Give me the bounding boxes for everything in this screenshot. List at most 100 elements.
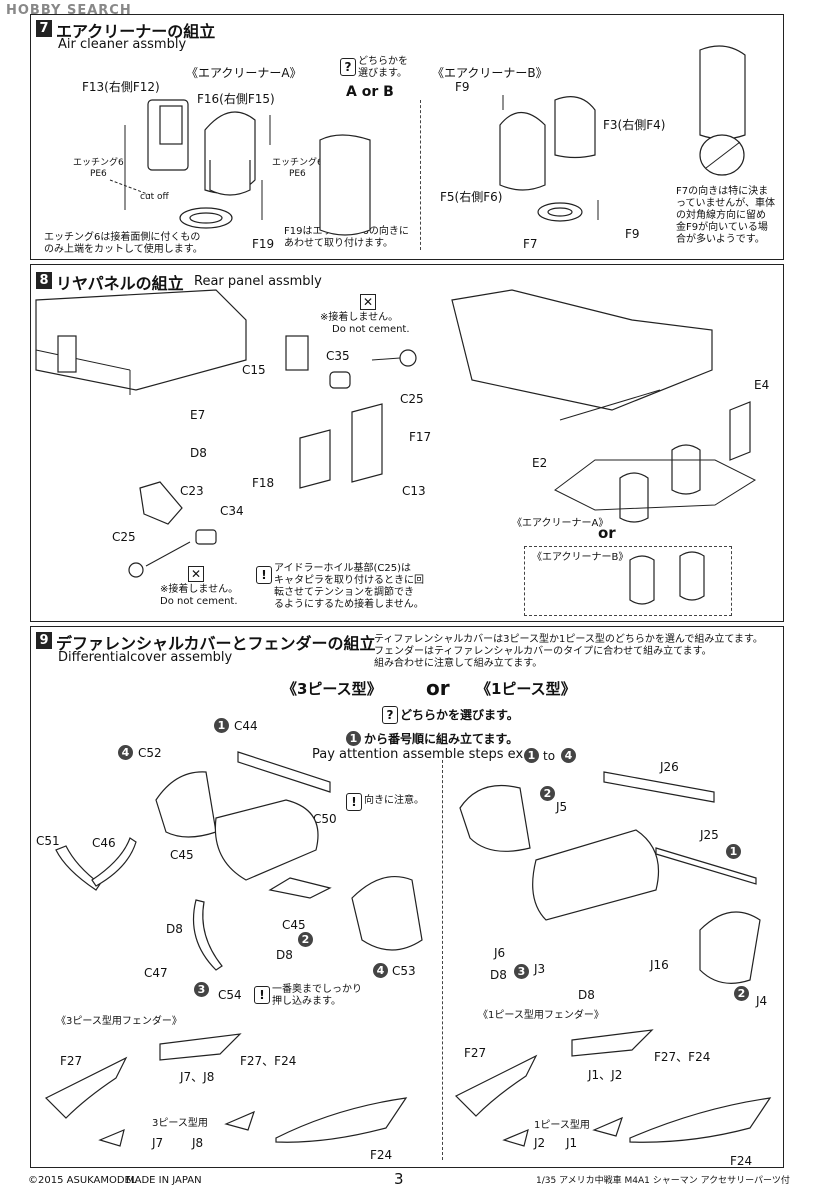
caution-icon: ! [256, 566, 272, 584]
label-d8: D8 [190, 446, 207, 460]
step8-title: リヤパネルの組立 [56, 274, 184, 293]
label-e4: E4 [754, 378, 770, 392]
step9-one-piece: 《1ピース型》 [476, 680, 576, 698]
step9-note: ティファレンシャルカバーは3ピース型か1ピース型のどちらかを選んで組み立てます。… [374, 634, 763, 669]
label-c23: C23 [180, 484, 204, 498]
label-f13: F13(右側F12) [82, 80, 160, 94]
label-d8b: D8 [276, 948, 293, 962]
label-c13: C13 [402, 484, 426, 498]
label-c54: C54 [218, 988, 242, 1002]
label-c47: C47 [144, 966, 168, 980]
step9-or: or [426, 676, 450, 700]
step-marker-1b: 1 [726, 844, 741, 859]
label-f3: F3(右側F4) [603, 118, 666, 132]
step8-panel [30, 264, 784, 622]
label-d8c: D8 [490, 968, 507, 982]
label-f27b: F27 [464, 1046, 487, 1060]
step9-order-jp: から番号順に組み立てます。 [364, 732, 519, 746]
label-f27f24a: F27、F24 [240, 1054, 297, 1068]
direction-icon: ! [346, 793, 362, 811]
step8-cleaner-b-box [524, 546, 732, 616]
step-marker-2c: 2 [734, 986, 749, 1001]
step-marker-2b: 2 [540, 786, 555, 801]
step7-divider [420, 100, 421, 250]
step-circle-4: 4 [561, 748, 576, 763]
no-cement-en-bottom: Do not cement. [160, 596, 238, 607]
label-j25: J25 [700, 828, 719, 842]
label-j1j2: J1、J2 [588, 1068, 623, 1082]
push-icon: ! [254, 986, 270, 1004]
step9-divider [442, 760, 443, 1160]
label-d8a: D8 [166, 922, 183, 936]
no-cement-jp-top: ※接着しません。 [320, 312, 399, 323]
step7-variant-b: 《エアクリーナーB》 [432, 66, 548, 80]
label-f24b: F24 [730, 1154, 753, 1168]
step8-cleaner-b: 《エアクリーナーB》 [532, 552, 629, 563]
label-d8d: D8 [578, 988, 595, 1002]
label-f7: F7 [523, 237, 538, 251]
footer-product: 1/35 アメリカ中戦車 M4A1 シャーマン アクセサリーパーツ付 [536, 1176, 790, 1186]
label-c25-top: C25 [400, 392, 424, 406]
label-f27a: F27 [60, 1054, 83, 1068]
step9-choose: どちらかを選びます。 [400, 708, 519, 722]
step7-a-or-b: A or B [346, 84, 394, 100]
label-f24a: F24 [370, 1148, 393, 1162]
step8-or: or [598, 524, 616, 542]
label-f18: F18 [252, 476, 275, 490]
label-f9-top: F9 [455, 80, 470, 94]
label-j7: J7 [152, 1136, 164, 1150]
label-j5: J5 [556, 800, 568, 814]
no-cement-icon: ✕ [360, 294, 376, 310]
label-c50: C50 [313, 812, 337, 826]
label-f27f24b: F27、F24 [654, 1050, 711, 1064]
footer-copyright: ©2015 ASUKAMODEL [28, 1175, 137, 1186]
label-c45b: C45 [282, 918, 306, 932]
step-circle-1b: 1 [524, 748, 539, 763]
step9-title: デファレンシャルカバーとフェンダーの組立 [56, 634, 376, 653]
label-c46: C46 [92, 836, 116, 850]
footer-page-number: 3 [394, 1170, 404, 1188]
label-e7: E7 [190, 408, 206, 422]
label-e2: E2 [532, 456, 548, 470]
label-f16: F16(右側F15) [197, 92, 275, 106]
label-f5: F5(右側F6) [440, 190, 503, 204]
no-cement-en-top: Do not cement. [332, 324, 410, 335]
fender3-title: 《3ピース型用フェンダー》 [56, 1016, 182, 1027]
step7-number: 7 [36, 20, 52, 37]
label-three-use: 3ピース型用 [152, 1118, 208, 1129]
label-j6: J6 [494, 946, 506, 960]
step8-number: 8 [36, 272, 52, 289]
label-j16: J16 [650, 958, 669, 972]
label-j1: J1 [566, 1136, 578, 1150]
step9-number: 9 [36, 632, 52, 649]
step9-direction-note: 向きに注意。 [364, 795, 424, 806]
label-j8: J8 [192, 1136, 204, 1150]
label-j3: J3 [534, 962, 546, 976]
fender1-title: 《1ピース型用フェンダー》 [478, 1010, 604, 1021]
label-f19: F19 [252, 237, 275, 251]
step8-idler-note: アイドラーホイル基部(C25)は キャタピラを取り付けるときに回 転させてテンシ… [274, 563, 424, 610]
step7-note-etch: エッチング6は接着面側に付くもの のみ上端をカットして使用します。 [44, 232, 203, 255]
label-c15: C15 [242, 363, 266, 377]
step8-subtitle: Rear panel assmbly [194, 274, 322, 289]
label-etch-right: エッチング6 PE6 [272, 158, 323, 179]
label-c34: C34 [220, 504, 244, 518]
step-marker-3b: 3 [514, 964, 529, 979]
label-one-use: 1ピース型用 [534, 1120, 590, 1131]
step-circle-1: 1 [346, 731, 361, 746]
no-cement-icon-2: ✕ [188, 566, 204, 582]
step-marker-2a: 2 [298, 932, 313, 947]
step9-subtitle: Differentialcover assembly [58, 650, 233, 665]
label-f9-bottom: F9 [625, 227, 640, 241]
step7-choose-note: どちらかを 選びます。 [358, 56, 408, 79]
step-marker-c44: 1 [214, 718, 229, 733]
label-c45a: C45 [170, 848, 194, 862]
label-c25-bottom: C25 [112, 530, 136, 544]
label-j4: J4 [756, 994, 768, 1008]
step9-panel [30, 626, 784, 1168]
step7-subtitle: Air cleaner assmbly [58, 37, 187, 52]
label-j2: J2 [534, 1136, 546, 1150]
label-f17: F17 [409, 430, 432, 444]
label-c52: C52 [138, 746, 162, 760]
step-marker-3a: 3 [194, 982, 209, 997]
